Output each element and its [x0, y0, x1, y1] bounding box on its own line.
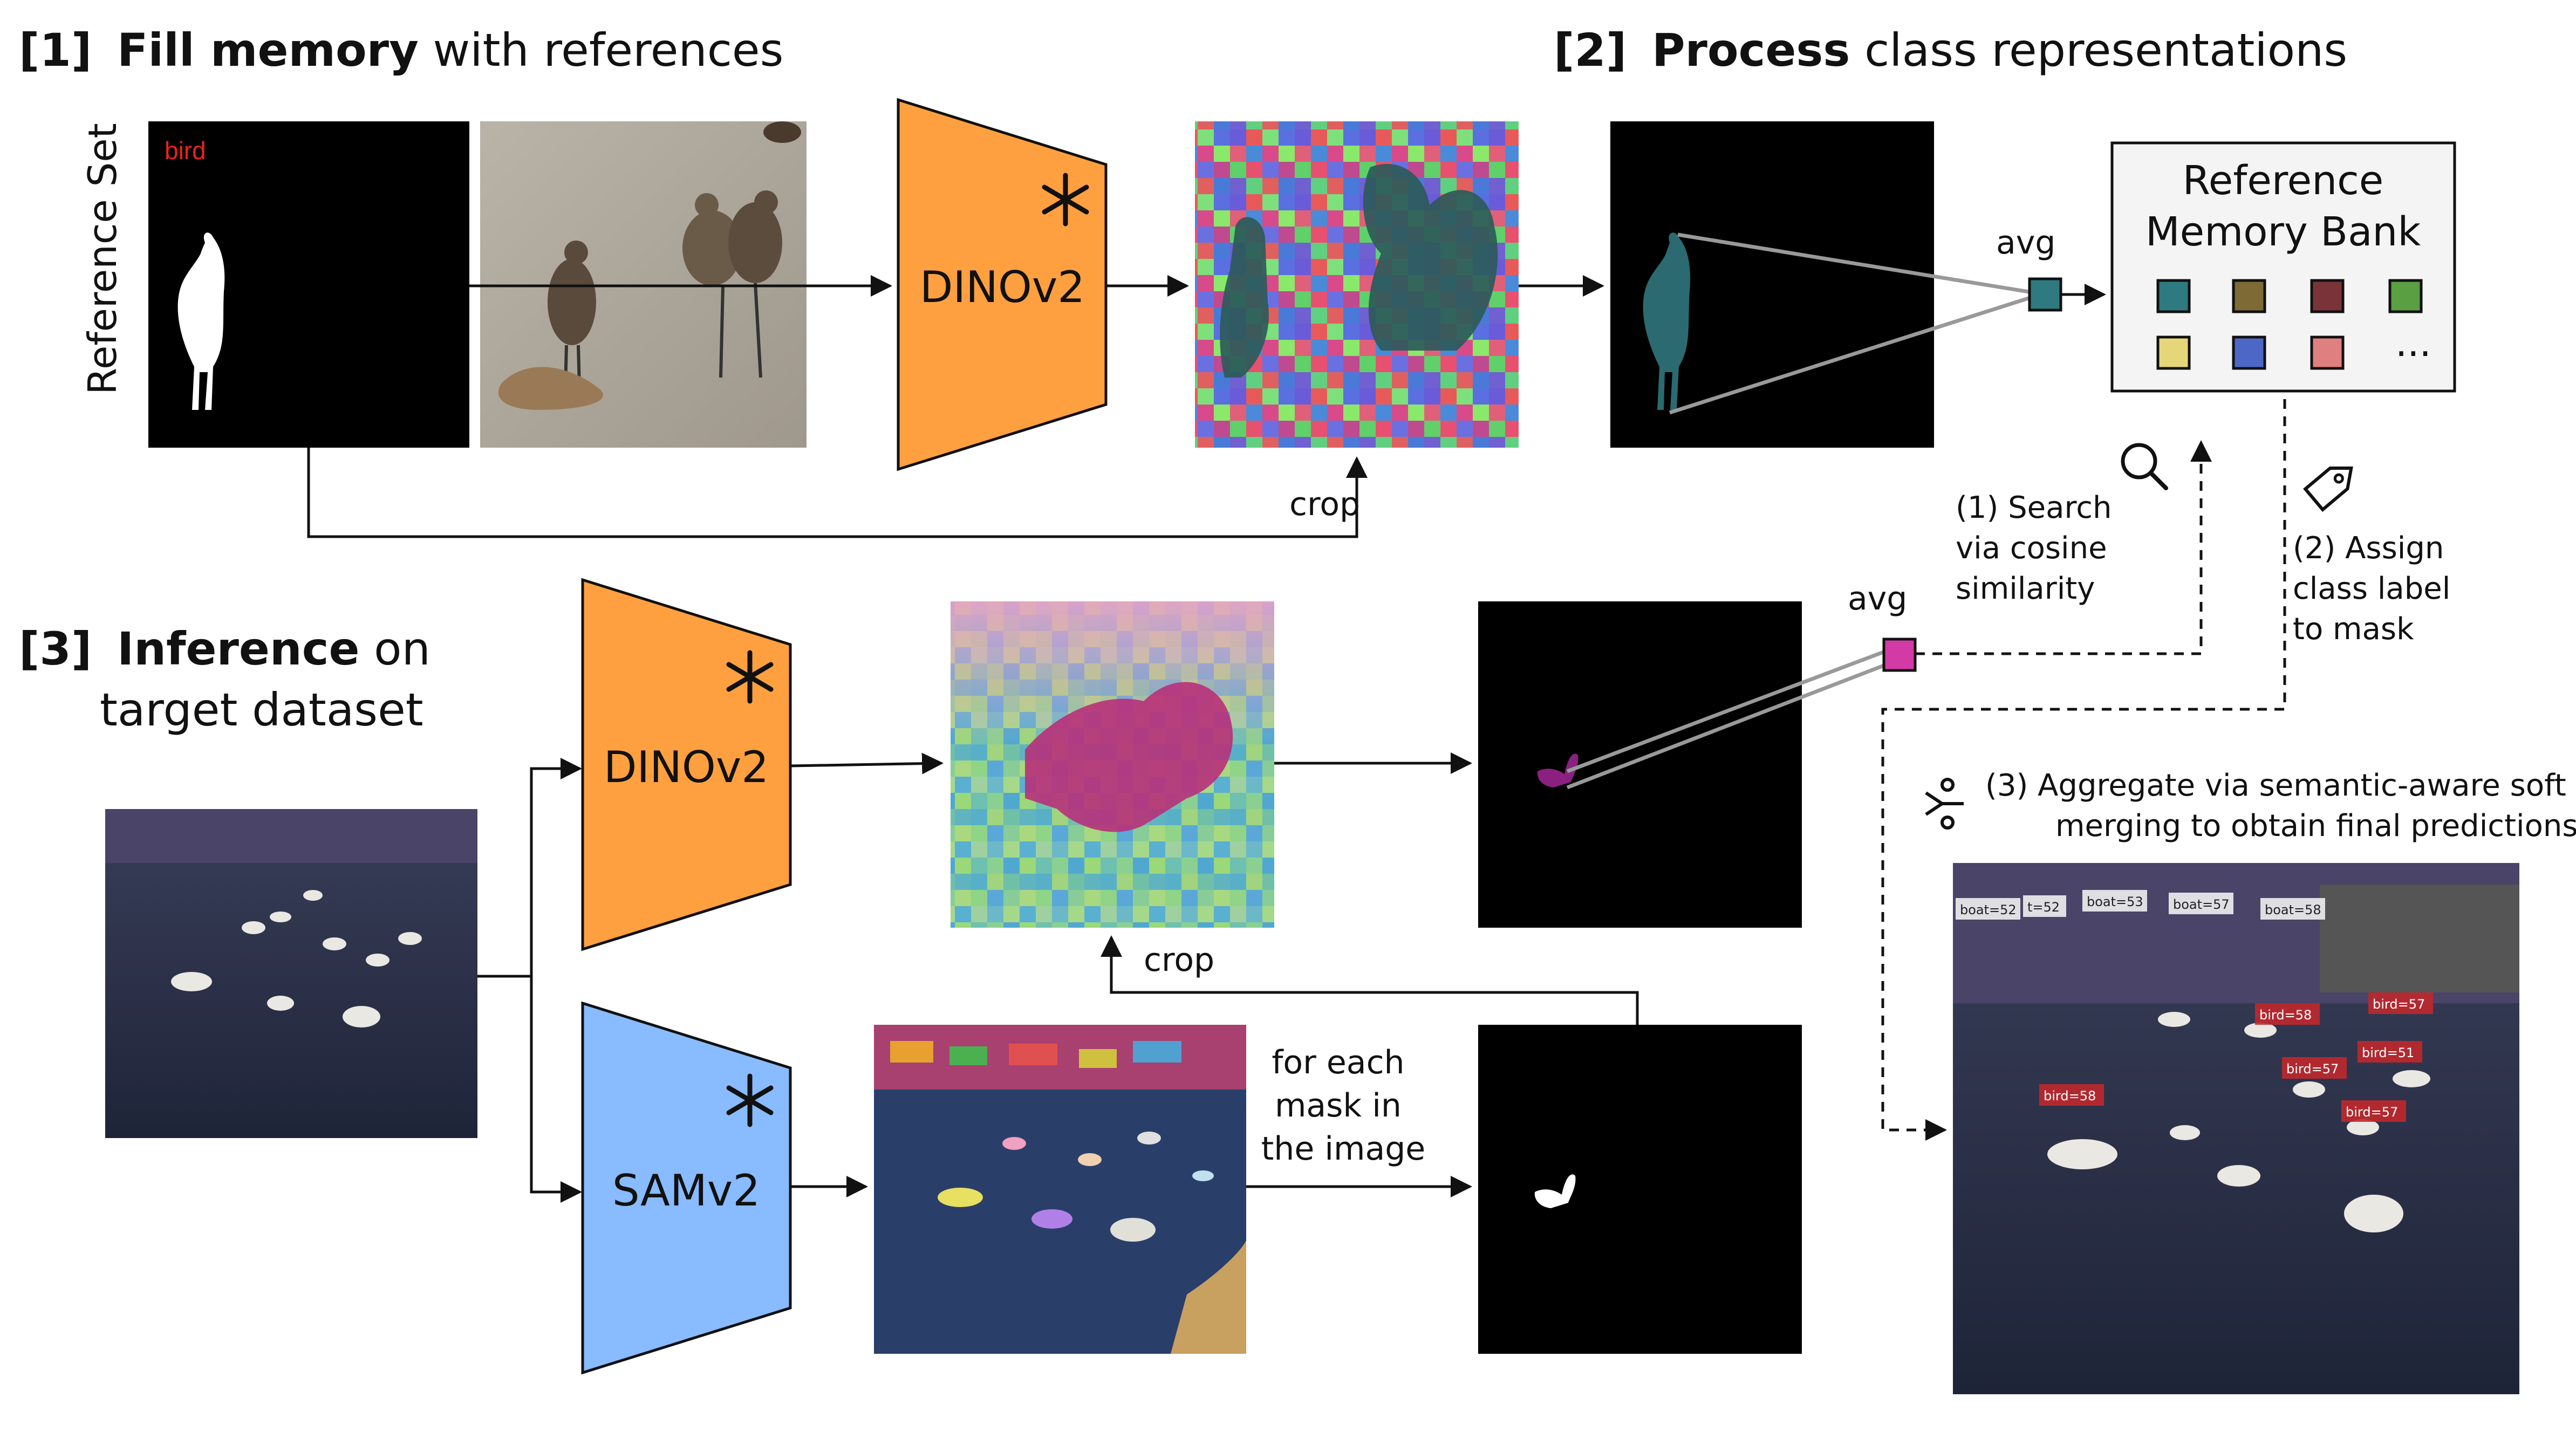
branch-arrow-sam [530, 976, 582, 1203]
avg-projection-line [1669, 292, 2043, 415]
merge-icon [1925, 778, 1964, 830]
for-each-mask-label: for each mask in the image [1261, 1044, 1425, 1168]
avg-label-bottom: avg [1848, 580, 1907, 618]
assign-step-text: (2) Assign class label to mask [2293, 531, 2460, 647]
samv2-encoder: SAMv2 [581, 1001, 792, 1375]
avg-projection-line [1677, 232, 2042, 296]
memory-bank-slot [2232, 335, 2266, 370]
section-1-title: [1] Fill memory with references [19, 24, 783, 77]
detection-box [2169, 893, 2233, 914]
crop-label-top: crop [1289, 485, 1360, 523]
memory-bank-slot [2156, 335, 2191, 370]
search-dashed-arrow [1915, 440, 2212, 655]
tag-icon [2303, 466, 2353, 512]
detection-label: bird=58 [2044, 1088, 2096, 1104]
reference-mask-image: bird [148, 121, 469, 448]
frozen-snowflake-icon [726, 1073, 774, 1127]
reference-set-label: Reference Set [80, 123, 125, 395]
avg-projection-line [1566, 659, 1897, 790]
svg-text:Memory Bank: Memory Bank [2145, 209, 2421, 255]
section-3-subtitle: target dataset [100, 683, 423, 736]
detection-box [2082, 890, 2147, 912]
detection-label: bird=58 [2259, 1008, 2312, 1023]
crop-arrow-bottom [1101, 935, 1639, 1025]
single-mask-image [1478, 1025, 1802, 1354]
memory-bank-slot [2388, 279, 2423, 313]
branch-arrow-dino [477, 758, 582, 978]
memory-bank-slot [2310, 279, 2345, 313]
avg-label-top: avg [1996, 224, 2055, 262]
arrow-to-features-bottom [790, 752, 944, 775]
detection-label: bird=51 [2362, 1045, 2414, 1060]
final-predictions-image: boat=52 boat=53 t=52 boat=57 boat=58 bird=58 b… [1953, 863, 2519, 1394]
detection-box [2039, 1084, 2104, 1106]
section-3-title: [3] Inference on [19, 622, 431, 675]
frozen-snowflake-icon [726, 650, 774, 704]
avg-vector-bottom [1882, 638, 1917, 672]
frozen-snowflake-icon [1042, 173, 1089, 227]
avg-projection-line [1566, 645, 1897, 773]
avg-vector-top [2028, 277, 2062, 312]
detection-label: boat=58 [2265, 902, 2321, 917]
memory-bank-slot [2232, 279, 2266, 313]
mask-class-label: bird [165, 136, 206, 165]
svg-text:DINOv2: DINOv2 [920, 262, 1085, 312]
detection-box [2255, 1003, 2320, 1025]
crop-label-bottom: crop [1144, 941, 1214, 979]
sam-segmentation-image [874, 1025, 1246, 1354]
masked-feature-image [1610, 121, 1934, 448]
detection-box [2368, 992, 2433, 1014]
feature-map-bottom [951, 601, 1274, 928]
masked-target-feature-image [1478, 601, 1802, 928]
crop-arrow-top [307, 448, 1368, 538]
detection-label: bird=57 [2346, 1105, 2398, 1120]
dinov2-encoder-top: DINOv2 [897, 98, 1108, 471]
aggregate-step-text: (3) Aggregate via semantic-aware soft me… [1985, 768, 2576, 844]
feature-map-top [1195, 121, 1519, 448]
detection-label: t=52 [2027, 900, 2060, 915]
dinov2-encoder-bottom: DINOv2 [581, 578, 792, 951]
svg-text:SAMv2: SAMv2 [612, 1166, 760, 1216]
memory-bank-slot [2156, 279, 2191, 313]
search-step-text: (1) Search via cosine similarity [1956, 490, 2121, 606]
reference-memory-bank: Reference Memory Bank ... [2110, 141, 2456, 393]
detection-label: bird=57 [2373, 997, 2425, 1012]
detection-box [2282, 1057, 2347, 1079]
svg-text:DINOv2: DINOv2 [604, 742, 769, 792]
detection-label: boat=53 [2087, 894, 2143, 909]
detection-label: boat=52 [1960, 902, 2017, 917]
memory-bank-ellipsis: ... [2395, 321, 2431, 365]
detection-label: bird=57 [2286, 1061, 2339, 1077]
detection-box [2341, 1100, 2406, 1122]
search-icon [2121, 443, 2168, 490]
detection-label: boat=57 [2173, 897, 2230, 912]
detection-box [2260, 898, 2325, 920]
memory-bank-slot [2310, 335, 2345, 370]
svg-text:Reference: Reference [2183, 157, 2384, 204]
section-2-title: [2] Process class representations [1554, 24, 2347, 77]
target-image [105, 809, 477, 1138]
detection-box [1956, 898, 2020, 920]
detection-box [2358, 1041, 2422, 1063]
detection-box [2023, 895, 2066, 917]
assign-dashed-arrow [1881, 399, 2286, 1141]
